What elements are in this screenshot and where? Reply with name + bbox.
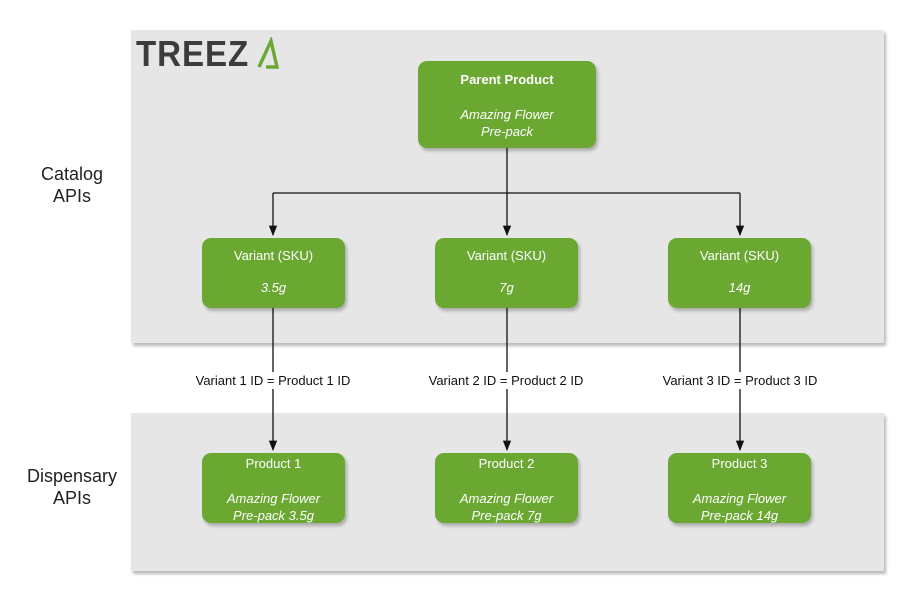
product-node-2: Product 2 Amazing Flower Pre-pack 7g (435, 453, 578, 523)
logo-wordmark: TREEZ (136, 33, 250, 74)
product-name-line2: Pre-pack 14g (700, 508, 779, 523)
product-title: Product 3 (711, 456, 768, 471)
dispensary-label-line1: Dispensary (26, 466, 118, 486)
product-name-line1: Amazing Flower (226, 491, 321, 506)
dispensary-apis-label: Dispensary APIs (17, 465, 127, 509)
mapping-label-2: Variant 2 ID = Product 2 ID (428, 372, 584, 389)
mapping-label-1: Variant 1 ID = Product 1 ID (195, 372, 351, 389)
parent-product-title: Parent Product (460, 72, 554, 87)
variant-title: Variant (SKU) (466, 248, 547, 263)
variant-size: 14g (728, 280, 751, 295)
variant-size: 7g (499, 280, 514, 295)
product-name-line2: Pre-pack 3.5g (233, 508, 314, 523)
catalog-apis-label: Catalog APIs (17, 163, 127, 207)
treez-logo: TREEZ (136, 33, 280, 74)
product-node-1: Product 1 Amazing Flower Pre-pack 3.5g (202, 453, 345, 523)
product-name-line1: Amazing Flower (459, 491, 554, 506)
dispensary-label-line2: APIs (52, 488, 91, 508)
parent-product-name-line2: Pre-pack (480, 124, 534, 139)
logo-triangle-icon (257, 37, 280, 69)
variant-node-3: Variant (SKU) 14g (668, 238, 811, 308)
product-title: Product 1 (245, 456, 302, 471)
product-node-3: Product 3 Amazing Flower Pre-pack 14g (668, 453, 811, 523)
product-title: Product 2 (478, 456, 535, 471)
parent-product-node: Parent Product Amazing Flower Pre-pack (418, 61, 596, 148)
parent-product-name-line1: Amazing Flower (460, 107, 554, 122)
catalog-label-line1: Catalog (40, 164, 104, 184)
variant-title: Variant (SKU) (233, 248, 314, 263)
variant-title: Variant (SKU) (699, 248, 780, 263)
catalog-label-line2: APIs (52, 186, 91, 206)
product-name-line1: Amazing Flower (692, 491, 787, 506)
variant-size: 3.5g (260, 280, 287, 295)
product-name-line2: Pre-pack 7g (471, 508, 542, 523)
variant-node-2: Variant (SKU) 7g (435, 238, 578, 308)
mapping-label-3: Variant 3 ID = Product 3 ID (662, 372, 818, 389)
variant-node-1: Variant (SKU) 3.5g (202, 238, 345, 308)
